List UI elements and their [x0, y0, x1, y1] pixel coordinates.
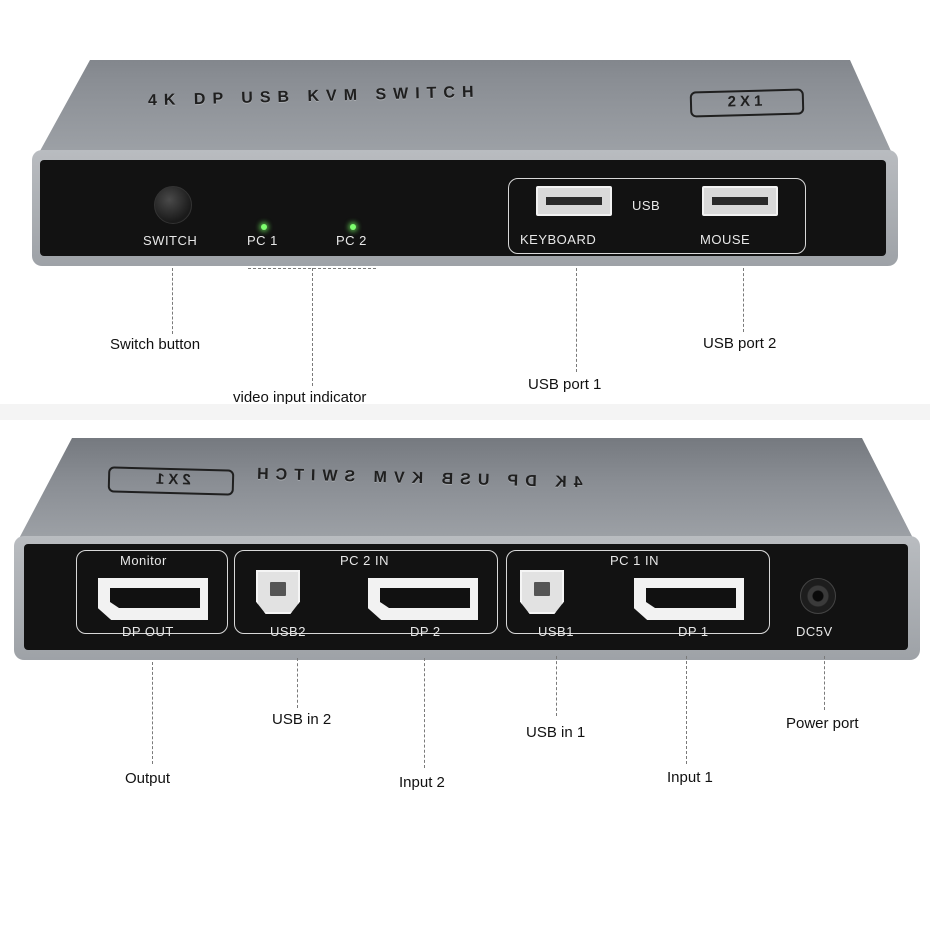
usb2-label: USB2: [270, 624, 306, 639]
monitor-group-frame: [76, 550, 228, 634]
led-icon: [350, 224, 356, 230]
callout-line: [172, 268, 173, 334]
callout-line: [743, 268, 744, 332]
callout-line: [686, 656, 687, 764]
callout-usb-in-1: USB in 1: [526, 724, 586, 741]
pc2-in-label: PC 2 IN: [340, 553, 390, 568]
rear-device-lid: [14, 438, 918, 548]
callout-line: [312, 268, 313, 386]
dp2-label: DP 2: [410, 624, 441, 639]
callout-line: [424, 658, 425, 768]
push-button-icon[interactable]: [154, 186, 192, 224]
usb-a-port-icon[interactable]: [536, 186, 612, 216]
callout-output: Output: [125, 770, 171, 787]
callout-usb-port-2: USB port 2: [703, 335, 777, 352]
usb1-label: USB1: [538, 624, 574, 639]
dc5v-label: DC5V: [796, 624, 833, 639]
displayport-icon[interactable]: [368, 578, 478, 620]
usb-b-port-icon[interactable]: [256, 570, 300, 614]
rear-device: 2X1 4K DP USB KVM SWITCH Monitor DP OUT …: [0, 420, 930, 660]
rear-lid-badge-text: 2X1: [151, 470, 191, 489]
rear-lid-badge: 2X1: [107, 466, 235, 496]
front-device-lid: [35, 60, 895, 160]
switch-label: SWITCH: [143, 233, 198, 248]
usb-group-frame: [508, 178, 806, 254]
callout-line: [556, 656, 557, 716]
pc2-group-frame: [234, 550, 498, 634]
pc1-in-label: PC 1 IN: [610, 553, 660, 568]
pc1-group-frame: [506, 550, 770, 634]
usb-group-label: USB: [632, 198, 661, 213]
pc2-label: PC 2: [336, 233, 367, 248]
displayport-icon[interactable]: [98, 578, 208, 620]
callout-switch-button: Switch button: [110, 336, 201, 353]
callout-line: [152, 662, 153, 764]
callout-line: [824, 656, 825, 710]
front-device: 4K DP USB KVM SWITCH 2X1 SWITCH PC 1 PC …: [0, 0, 930, 280]
keyboard-label: KEYBOARD: [520, 232, 597, 247]
callout-video-input-indicator: video input indicator: [233, 389, 367, 406]
led-icon: [261, 224, 267, 230]
callout-usb-in-2: USB in 2: [272, 711, 332, 728]
callout-line: [576, 268, 577, 372]
callout-usb-port-1: USB port 1: [528, 376, 602, 393]
pc1-label: PC 1: [247, 233, 278, 248]
front-lid-badge: 2X1: [689, 88, 805, 118]
usb-b-port-icon[interactable]: [520, 570, 564, 614]
monitor-label: Monitor: [120, 553, 167, 568]
callout-line: [297, 658, 298, 708]
section-divider: [0, 404, 930, 420]
dp-out-label: DP OUT: [122, 624, 174, 639]
dc-jack-icon[interactable]: [800, 578, 836, 614]
callout-power-port: Power port: [786, 715, 859, 732]
dp1-label: DP 1: [678, 624, 709, 639]
callout-input-1: Input 1: [667, 769, 713, 786]
displayport-icon[interactable]: [634, 578, 744, 620]
mouse-label: MOUSE: [700, 232, 751, 247]
usb-a-port-icon[interactable]: [702, 186, 778, 216]
callout-input-2: Input 2: [399, 774, 445, 791]
